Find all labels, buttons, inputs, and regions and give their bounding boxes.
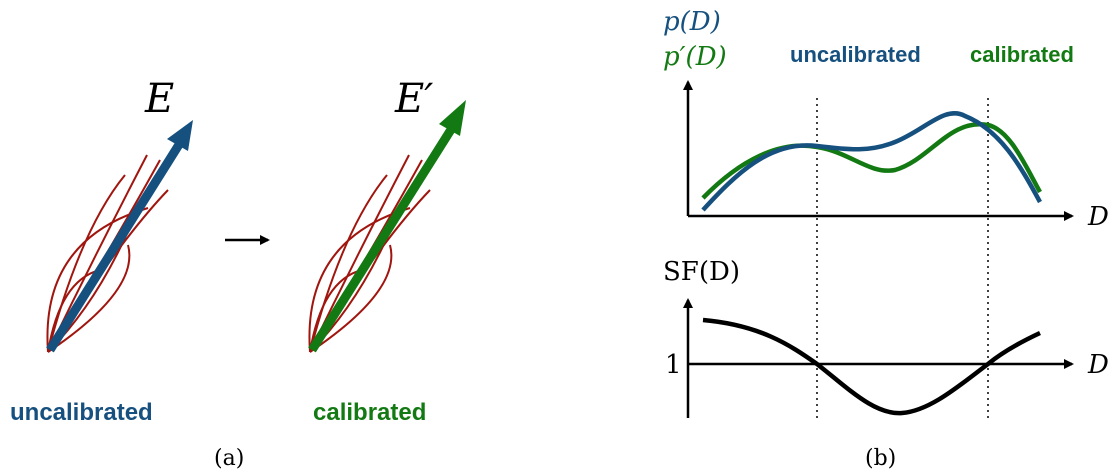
ylabel-p-prime: p′(D) [663,42,727,72]
panel-b: p(D) p′(D) uncalibrated calibrated D SF(… [663,7,1109,471]
jet-vector-e [46,140,184,353]
curve-sf [702,317,1041,416]
caption-uncalibrated: uncalibrated [10,399,153,426]
caption-calibrated: calibrated [313,399,426,426]
marker-label-calibrated: calibrated [970,42,1074,67]
marker-label-uncalibrated: uncalibrated [790,42,921,67]
sublabel-b: (b) [865,446,896,471]
ylabel-sf: SF(D) [663,257,740,287]
jet-vector-e-prime [308,125,456,353]
jet-vector-e-arrowhead [167,120,193,151]
sublabel-a: (a) [214,446,244,471]
bottom-xlabel-d: D [1087,350,1109,380]
vector-label-e: E [144,76,174,122]
vector-label-e-prime: E′ [394,76,433,122]
panel-a: E uncalibrated E′ calibrated (a) [10,76,466,471]
top-xlabel-d: D [1087,202,1109,232]
calibrated-jet: E′ calibrated [308,76,466,426]
uncalibrated-jet: E uncalibrated [10,76,193,426]
distribution-plot: p(D) p′(D) uncalibrated calibrated D [663,7,1109,232]
curve-p [701,111,1042,212]
jet-vector-e-prime-arrowhead [439,100,466,136]
y-tick-one: 1 [665,350,682,380]
scale-factor-plot: SF(D) 1 D [663,257,1109,418]
ylabel-p: p(D) [663,7,721,37]
